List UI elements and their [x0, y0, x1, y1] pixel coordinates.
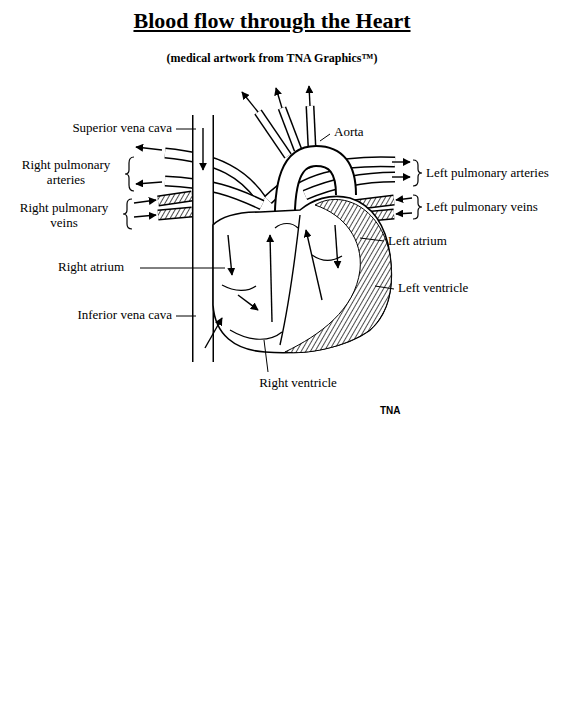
vena-cava: [203, 115, 204, 362]
vein-tube: [158, 196, 192, 201]
valve: [275, 224, 298, 229]
septum: [280, 215, 300, 345]
leader-lines: [140, 129, 394, 372]
flow-arrow: [396, 198, 412, 200]
aortic-branch: [310, 106, 312, 148]
part-label: Superior vena cava: [72, 120, 172, 135]
vein-tube: [158, 212, 192, 215]
part-label: Right ventricle: [259, 375, 337, 390]
diagram-caption-box: (medical artwork from TNA Graphics™): [167, 52, 378, 66]
curly-bracket: [413, 160, 422, 186]
diagram-caption: (medical artwork from TNA Graphics™): [167, 51, 378, 65]
part-label: Left ventricle: [398, 280, 468, 295]
heart-outline: [213, 196, 391, 352]
logo-mark: TNA: [380, 405, 401, 416]
brackets: [123, 157, 422, 229]
part-label-box: Left pulmonary veins: [426, 200, 538, 215]
leader-line: [140, 268, 225, 269]
heart-body: [213, 196, 391, 352]
part-label-box: Inferior vena cava: [77, 308, 172, 323]
flow-arrow: [134, 200, 156, 203]
flow-arrow: [136, 147, 162, 150]
flow-arrow: [202, 128, 203, 170]
flow-arrow: [396, 213, 412, 214]
part-label-box: Left ventricle: [398, 281, 468, 296]
aortic-branch: [282, 108, 298, 150]
part-label: Left pulmonary veins: [426, 199, 538, 214]
leader-line: [360, 238, 384, 241]
part-label: Inferior vena cava: [77, 307, 172, 322]
part-label: Aorta: [334, 124, 364, 139]
ventricle-wall: [285, 199, 391, 352]
vena-cava-tube: [194, 115, 213, 362]
flow-arrow: [276, 88, 282, 108]
flow-arrow: [392, 161, 410, 162]
leader-line: [176, 316, 196, 317]
part-label-box: Superior vena cava: [72, 121, 172, 136]
part-label-box: Right pulmonary arteries: [11, 158, 121, 188]
aortic-branch: [282, 108, 298, 150]
vein-tube: [158, 196, 192, 201]
part-label-box: Aorta: [334, 125, 364, 140]
flow-arrow: [205, 318, 222, 348]
leader-line: [375, 286, 394, 289]
flow-arrow: [242, 92, 258, 112]
curly-bracket: [125, 157, 134, 191]
leader-line: [320, 134, 330, 141]
flow-arrow: [136, 182, 162, 184]
flow-arrow: [309, 86, 310, 106]
curly-bracket: [413, 195, 422, 219]
part-label-box: Left atrium: [388, 234, 447, 249]
aortic-branch: [310, 106, 312, 148]
flow-arrow: [306, 230, 322, 300]
part-label-box: Left pulmonary arteries: [426, 166, 549, 181]
ventricle-wall: [230, 330, 282, 339]
flow-arrow: [270, 235, 272, 322]
flow-arrow: [238, 295, 258, 310]
part-label-box: Right ventricle: [259, 376, 337, 391]
part-label-box: Right pulmonary veins: [9, 201, 119, 231]
part-label: Right pulmonary veins: [20, 200, 108, 230]
part-label: Right pulmonary arteries: [22, 157, 110, 187]
curly-bracket: [123, 199, 132, 229]
part-label: Right atrium: [58, 259, 124, 274]
flow-arrows: [134, 86, 412, 348]
part-label-box: Right atrium: [58, 260, 124, 275]
diagram-title: Blood flow through the Heart: [133, 8, 410, 33]
part-label: Left pulmonary arteries: [426, 165, 549, 180]
flow-arrow: [228, 235, 232, 275]
logo-mark-box: TNA: [380, 405, 401, 417]
flow-arrow: [392, 176, 410, 177]
flow-arrow: [134, 215, 156, 217]
part-label: Left atrium: [388, 233, 447, 248]
diagram-title-box: Blood flow through the Heart: [133, 8, 410, 33]
flow-arrow: [335, 225, 338, 268]
leader-line: [176, 129, 196, 130]
vena-cava-tube: [192, 115, 214, 362]
leader-line: [264, 340, 268, 372]
vein-tube: [158, 212, 192, 215]
valve: [222, 285, 256, 290]
